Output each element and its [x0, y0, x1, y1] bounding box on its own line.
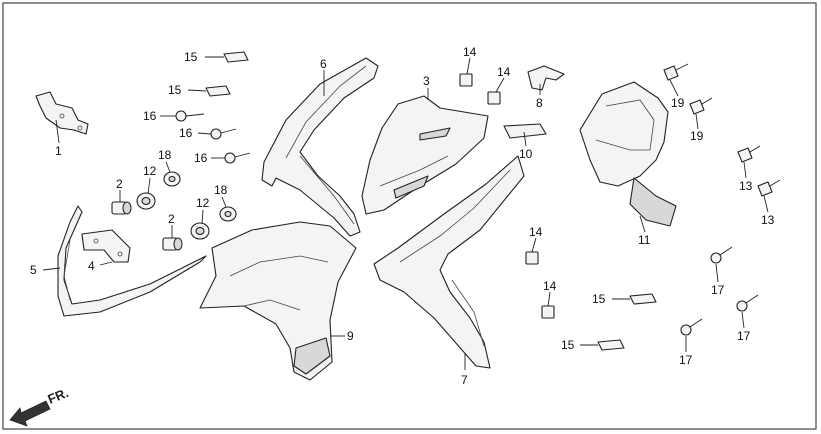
callout-11: 11 — [638, 233, 651, 247]
part-4-stay — [81, 229, 131, 263]
callout-2b: 2 — [168, 212, 175, 226]
part-8-small-bracket — [527, 65, 565, 91]
callout-16c: 16 — [194, 151, 208, 165]
callout-13a: 13 — [739, 179, 753, 193]
part-16-screw-a — [175, 110, 205, 122]
part-15-pad-a — [223, 51, 249, 63]
callout-6: 6 — [320, 57, 327, 71]
callout-17a: 17 — [711, 283, 725, 297]
callout-2a: 2 — [116, 177, 123, 191]
part-2-grommet-a — [111, 201, 132, 215]
callout-14a: 14 — [463, 45, 477, 59]
part-3-front-cover — [361, 95, 489, 215]
callout-12a: 12 — [143, 164, 157, 178]
part-12-damper-a — [136, 192, 156, 210]
part-14-clip-b — [487, 91, 501, 105]
part-18-collar-b — [219, 206, 237, 222]
part-17-bolt-a — [710, 246, 733, 264]
callout-5: 5 — [30, 263, 37, 277]
part-6-side-cover — [261, 57, 379, 237]
callout-14c: 14 — [529, 225, 543, 239]
callout-1: 1 — [55, 144, 62, 158]
part-2-grommet-b — [162, 237, 183, 251]
callout-19a: 19 — [671, 96, 685, 110]
callout-7: 7 — [461, 373, 468, 387]
part-1-bracket — [35, 91, 89, 135]
part-17-bolt-c — [680, 318, 703, 336]
callout-14b: 14 — [497, 65, 511, 79]
leader-lines — [42, 56, 769, 370]
callout-labels: 1 2 2 3 4 5 6 7 8 9 10 11 12 12 13 13 14… — [30, 45, 775, 387]
part-16-screw-b — [210, 128, 237, 140]
callout-15b: 15 — [168, 83, 182, 97]
part-7-main-panel — [373, 155, 525, 369]
callout-13b: 13 — [761, 213, 775, 227]
callout-8: 8 — [536, 96, 543, 110]
callout-12b: 12 — [196, 196, 210, 210]
front-direction-label: FR. — [46, 385, 71, 407]
callout-17b: 17 — [737, 329, 751, 343]
part-17-bolt-b — [736, 294, 759, 312]
front-direction-indicator: FR. — [9, 385, 71, 427]
callout-9: 9 — [347, 329, 354, 343]
callout-19b: 19 — [690, 129, 704, 143]
part-14-clip-d — [541, 305, 555, 319]
callout-15a: 15 — [184, 50, 198, 64]
callout-10: 10 — [519, 147, 533, 161]
part-13-bolt-b — [757, 179, 781, 197]
part-15-pad-c — [629, 293, 657, 305]
part-10-clip-plate — [503, 123, 547, 139]
part-9-inner-panel — [199, 221, 357, 381]
part-13-bolt-a — [737, 145, 761, 163]
callout-14d: 14 — [543, 279, 557, 293]
part-12-damper-b — [190, 222, 210, 240]
part-19-bolt-a — [663, 63, 689, 81]
callout-16a: 16 — [143, 109, 157, 123]
part-18-collar-a — [163, 171, 181, 187]
callout-15c: 15 — [592, 292, 606, 306]
callout-17c: 17 — [679, 353, 693, 367]
part-11-inner-box — [579, 81, 677, 227]
part-14-clip-a — [459, 73, 473, 87]
callout-18b: 18 — [214, 183, 228, 197]
part-5-front-trim — [57, 205, 207, 317]
callout-15d: 15 — [561, 338, 575, 352]
front-arrow-icon — [9, 400, 51, 427]
part-15-pad-d — [597, 339, 625, 351]
part-15-pad-b — [205, 85, 231, 97]
callout-16b: 16 — [179, 126, 193, 140]
part-19-bolt-b — [689, 97, 713, 115]
callout-4: 4 — [88, 259, 95, 273]
diagram-frame — [2, 2, 817, 430]
part-14-clip-c — [525, 251, 539, 265]
callout-3: 3 — [423, 74, 430, 88]
callout-18a: 18 — [158, 148, 172, 162]
part-16-screw-c — [224, 152, 251, 164]
